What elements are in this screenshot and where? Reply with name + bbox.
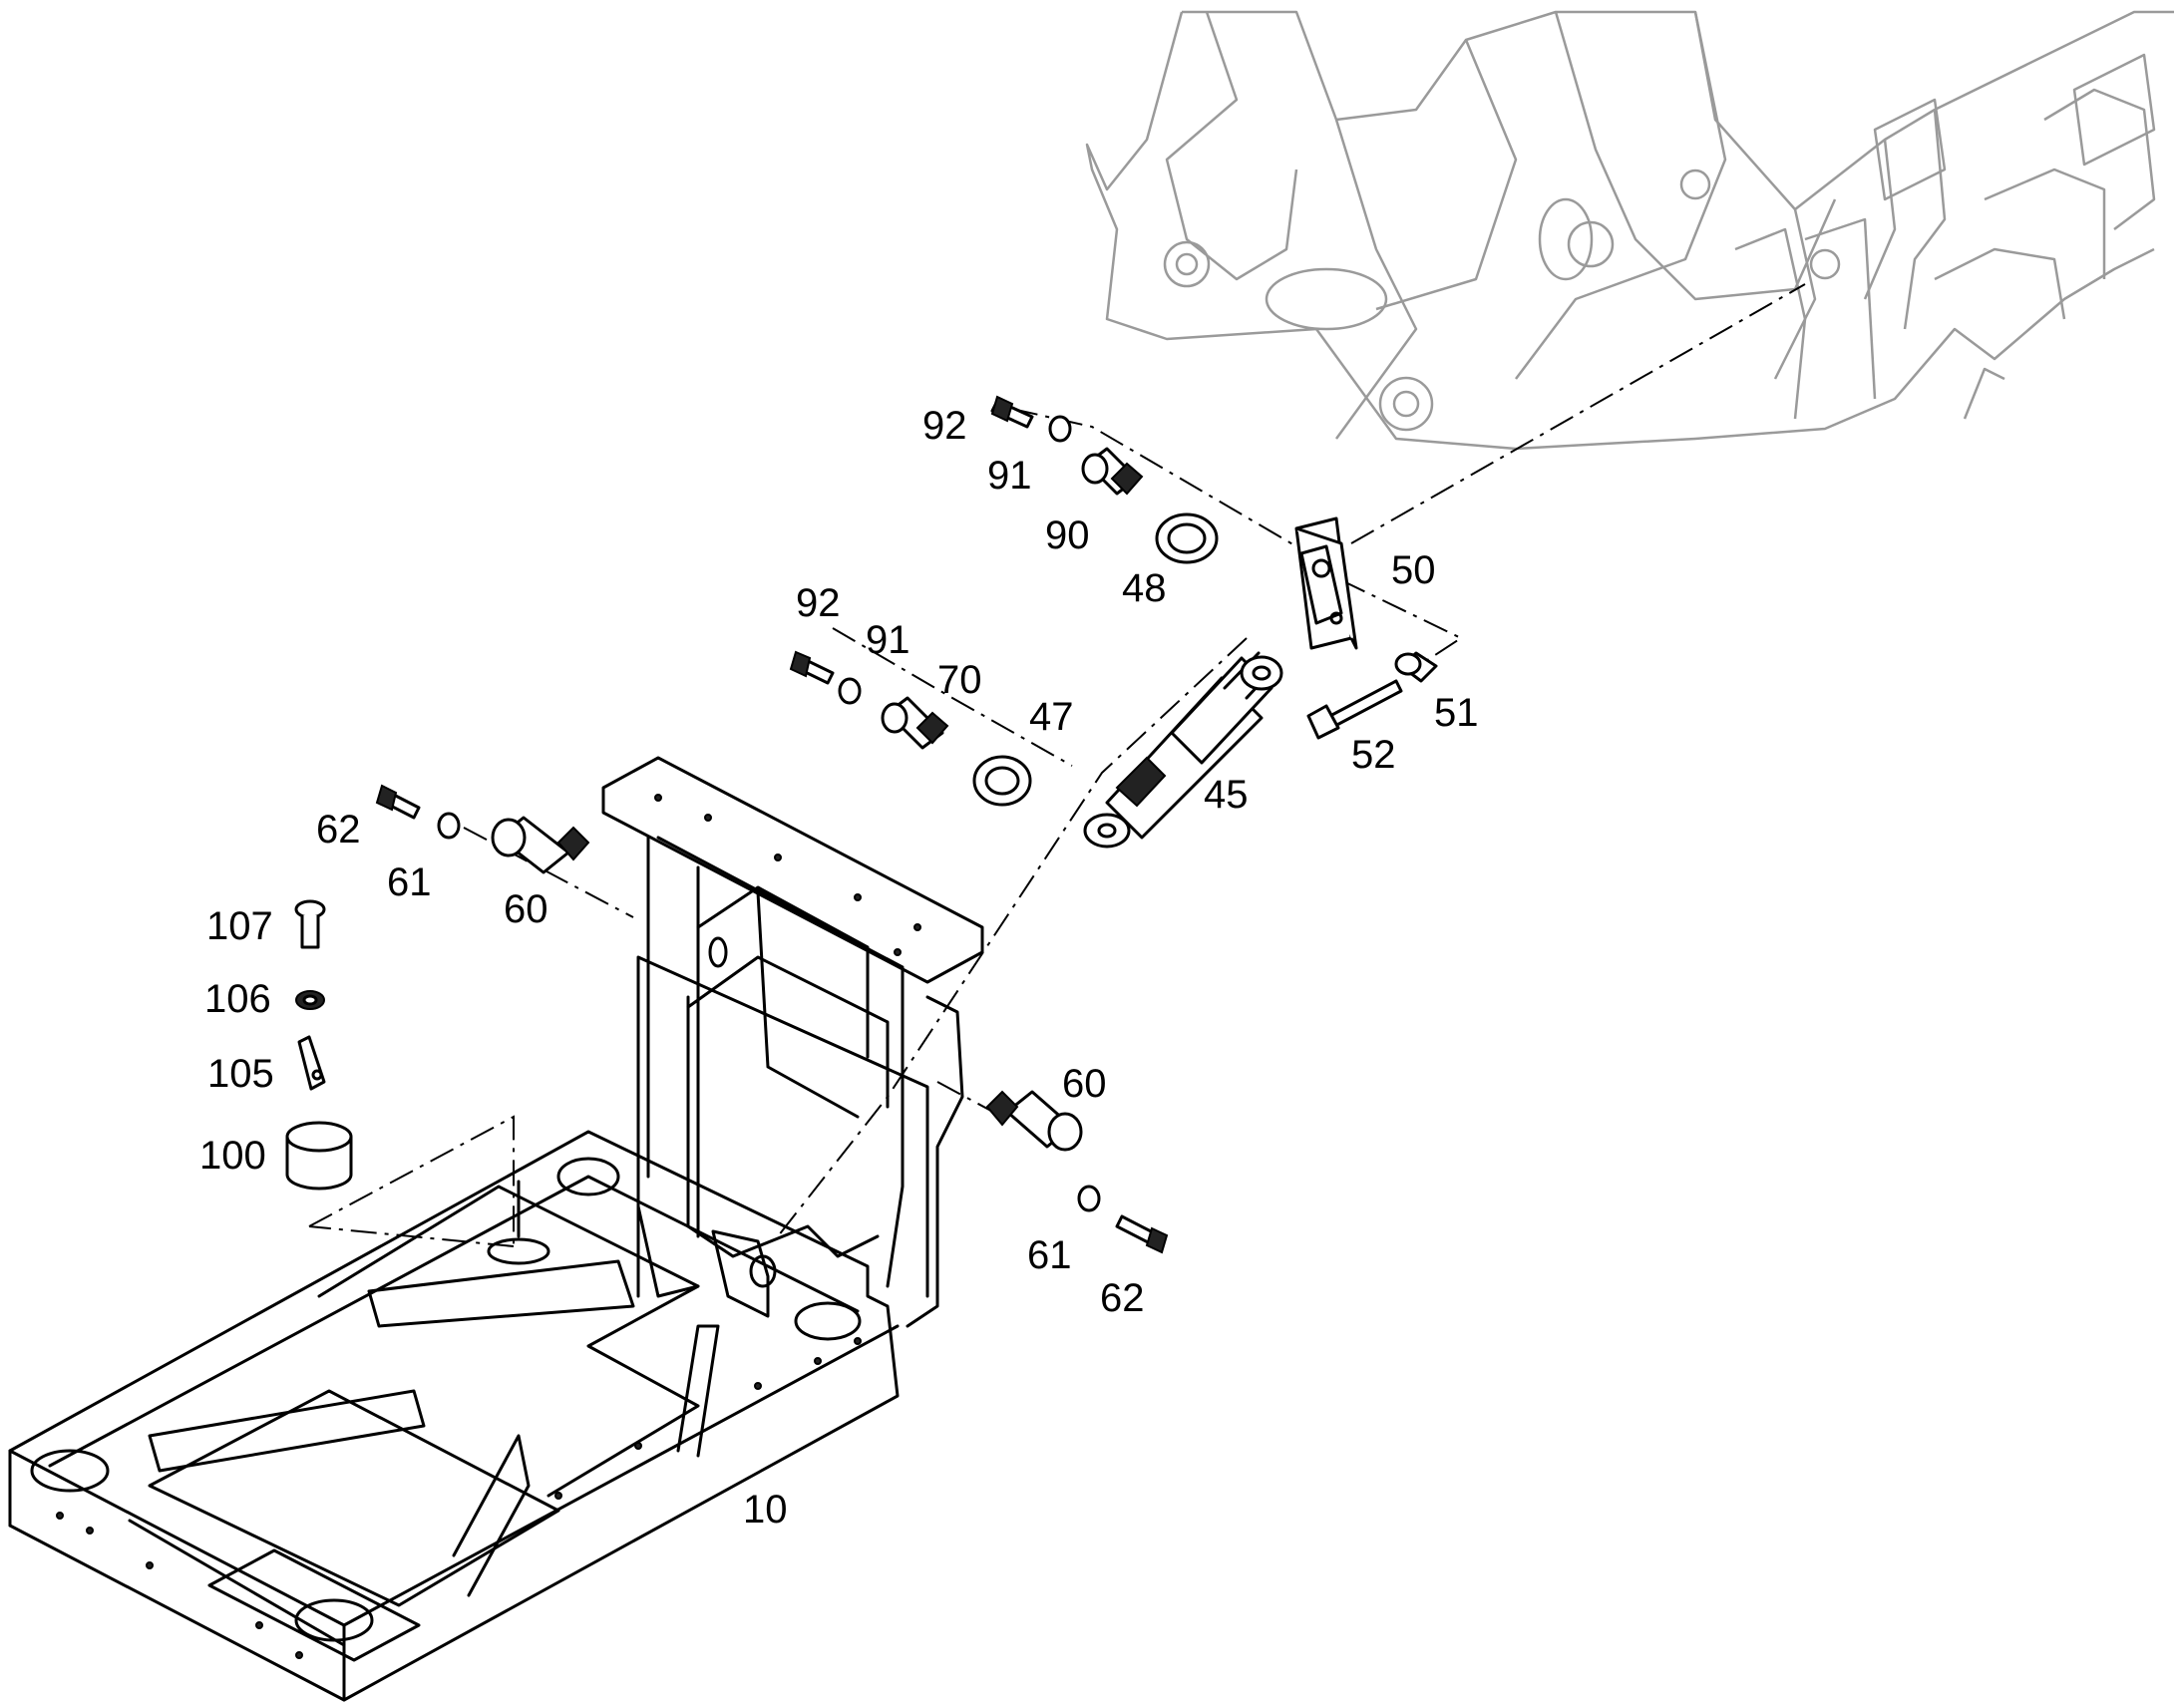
washer-part-91-middle (838, 677, 862, 705)
pin-part-60-right (985, 1090, 1083, 1152)
bolt-part-92-middle (789, 650, 835, 685)
label-91-middle: 91 (866, 618, 910, 662)
label-45: 45 (1204, 773, 1249, 817)
label-61-left: 61 (387, 860, 432, 904)
part-labels: 10 45 47 48 50 51 52 60 60 61 61 62 62 7… (199, 404, 1479, 1532)
label-60-right: 60 (1062, 1062, 1107, 1106)
label-90: 90 (1045, 513, 1090, 557)
rubber-mount-part-100 (285, 1121, 353, 1191)
label-62-left: 62 (316, 808, 361, 852)
label-91-upper: 91 (987, 454, 1032, 498)
label-105: 105 (207, 1052, 274, 1096)
bolt-part-62-right (1115, 1214, 1169, 1254)
washer-part-106 (295, 990, 325, 1010)
label-47: 47 (1029, 695, 1074, 739)
bushing-part-51 (1394, 651, 1438, 683)
ring-part-47 (972, 755, 1032, 807)
label-106: 106 (204, 977, 271, 1021)
label-48: 48 (1122, 566, 1167, 610)
upper-frame-context (1085, 10, 2174, 451)
label-50: 50 (1391, 548, 1436, 592)
label-10: 10 (743, 1488, 788, 1532)
label-70: 70 (937, 658, 982, 702)
washer-part-61-left (437, 812, 461, 840)
bolt-part-62-left (375, 784, 421, 820)
main-frame-part-10 (8, 756, 984, 1702)
label-52: 52 (1351, 733, 1396, 777)
washer-part-91-upper (1048, 415, 1072, 443)
label-92-middle: 92 (796, 581, 841, 625)
label-107: 107 (206, 904, 273, 948)
bolt-part-92-upper (990, 395, 1034, 429)
washer-part-61-right (1077, 1185, 1101, 1212)
label-60-left: 60 (504, 887, 548, 931)
label-62-right: 62 (1100, 1276, 1145, 1320)
bolt-part-107 (294, 899, 326, 949)
clip-part-105 (297, 1035, 326, 1091)
label-100: 100 (199, 1134, 266, 1178)
label-61-right: 61 (1027, 1233, 1072, 1277)
ring-part-48 (1155, 512, 1219, 564)
cylinder-part-45 (1083, 651, 1283, 849)
pin-part-90 (1081, 447, 1144, 496)
bracket-part-50 (1294, 516, 1358, 650)
pin-part-60-left (491, 816, 590, 874)
label-51: 51 (1434, 691, 1479, 735)
pin-part-70 (881, 696, 949, 750)
bolt-part-52 (1306, 679, 1403, 740)
label-92-upper: 92 (922, 404, 967, 448)
